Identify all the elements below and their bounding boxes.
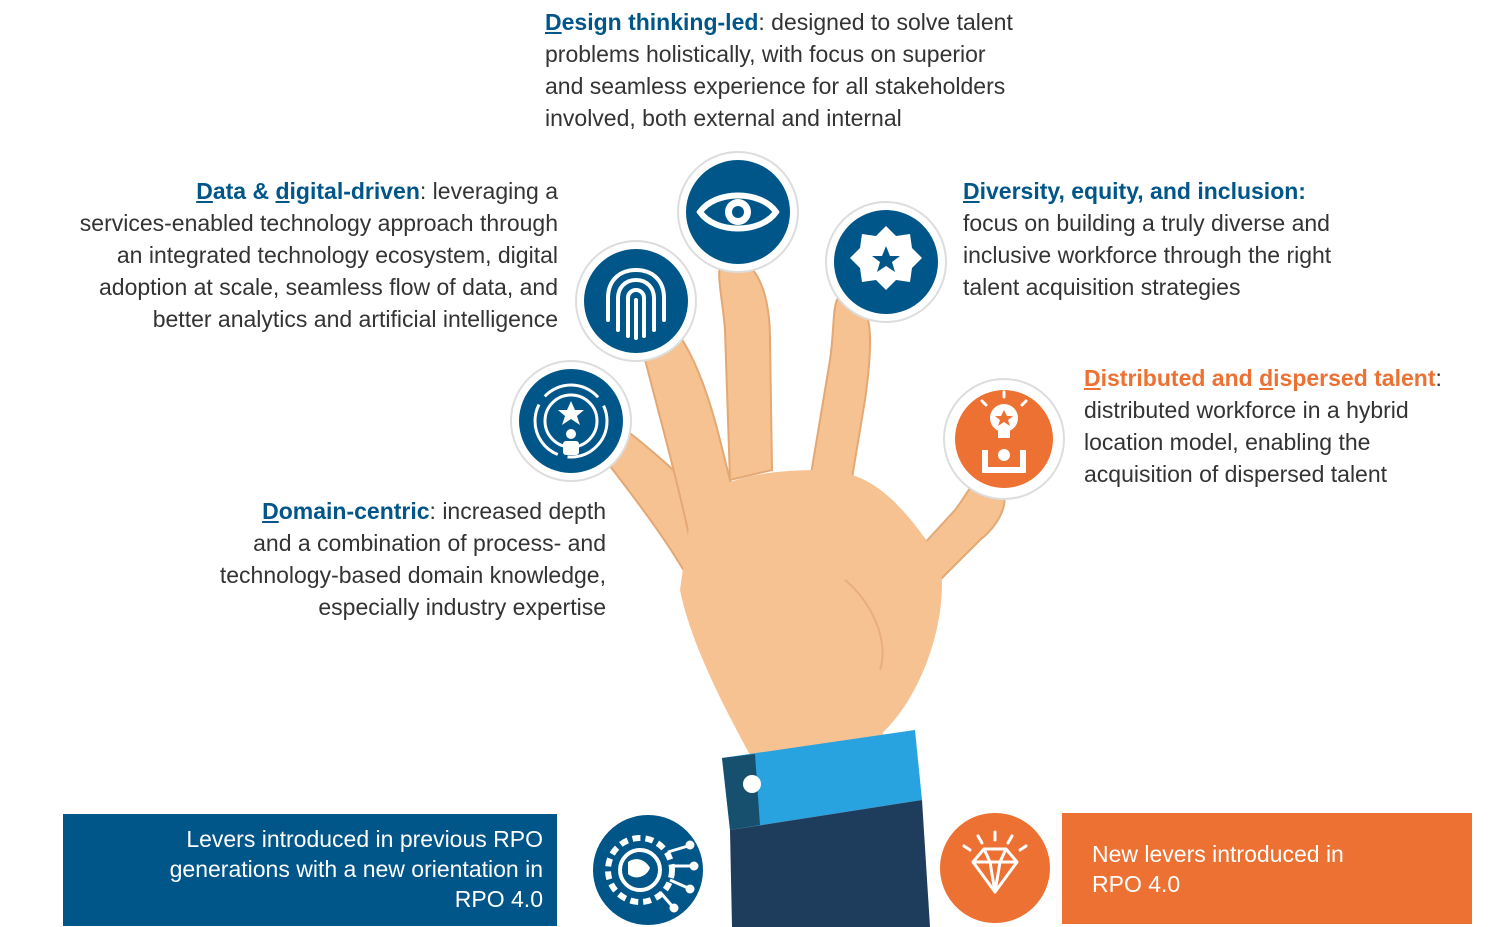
design-thinking-line: involved, both external and internal <box>545 105 902 131</box>
design-thinking-text: Design thinking-led: designed to solve t… <box>545 6 1013 134</box>
data-digital-heading-line: Data & digital-driven: leveraging a <box>80 175 558 207</box>
heading-rest: esign thinking-led <box>561 9 759 35</box>
heading-initial: D <box>1084 365 1101 391</box>
cuff <box>722 730 922 830</box>
design-thinking-heading: Design thinking-led <box>545 9 758 35</box>
domain-centric-line: and a combination of process- and <box>253 530 606 556</box>
diversity-heading: Diversity, equity, and inclusion: <box>963 175 1331 207</box>
diamond-icon <box>940 813 1050 923</box>
legend-blue-line: Levers introduced in previous RPO <box>186 826 543 852</box>
domain-centric-line: technology-based domain knowledge, <box>219 562 606 588</box>
legend-orange-line: New levers introduced in <box>1092 841 1344 867</box>
fingerprint-icon <box>575 240 697 362</box>
diversity-text: Diversity, equity, and inclusion: focus … <box>963 175 1331 303</box>
badge-star-icon <box>825 201 947 323</box>
lightbulb-person-icon <box>943 378 1065 500</box>
distributed-line: location model, enabling the <box>1084 429 1371 455</box>
cuff-button <box>743 775 761 793</box>
middle-finger <box>718 256 774 482</box>
legend-orange-line: RPO 4.0 <box>1092 871 1181 897</box>
data-digital-lead: : leveraging a <box>419 178 558 204</box>
heading-rest: ispersed talent <box>1273 365 1436 391</box>
heading-initial: D <box>262 498 279 524</box>
target-person-icon <box>510 360 632 482</box>
cuff-edge <box>722 754 760 830</box>
distributed-line: acquisition of dispersed talent <box>1084 461 1388 487</box>
heading-rest: iversity, equity, and inclusion: <box>979 178 1306 204</box>
diversity-line: focus on building a truly diverse and <box>963 210 1330 236</box>
domain-centric-line: especially industry expertise <box>318 594 606 620</box>
heading-mid: istributed and <box>1100 365 1260 391</box>
design-thinking-line: problems holistically, with focus on sup… <box>545 41 986 67</box>
distributed-text: Distributed and dispersed talent: distri… <box>1084 362 1442 490</box>
legend-blue-line: RPO 4.0 <box>454 886 543 912</box>
distributed-line: distributed workforce in a hybrid <box>1084 397 1409 423</box>
design-thinking-heading-line: Design thinking-led: designed to solve t… <box>545 6 1013 38</box>
data-digital-heading: Data & digital-driven <box>196 178 420 204</box>
sleeve <box>730 800 930 927</box>
data-digital-text: Data & digital-driven: leveraging a serv… <box>80 175 558 335</box>
data-digital-line: services-enabled technology approach thr… <box>79 210 558 236</box>
data-digital-line: adoption at scale, seamless flow of data… <box>98 274 558 300</box>
legend-blue-line: generations with a new orientation in <box>169 856 543 882</box>
data-digital-line: an integrated technology ecosystem, digi… <box>116 242 558 268</box>
distributed-lead: : <box>1435 365 1442 391</box>
heading-rest: igital-driven <box>289 178 420 204</box>
domain-centric-text: Domain-centric: increased depth and a co… <box>220 495 606 623</box>
distributed-heading: Distributed and dispersed talent <box>1084 365 1435 391</box>
heading-rest: omain-centric <box>278 498 430 524</box>
eye-icon <box>677 151 799 273</box>
diversity-line: talent acquisition strategies <box>963 274 1241 300</box>
legend-orange-box: New levers introduced in RPO 4.0 <box>1062 813 1472 924</box>
distributed-heading-line: Distributed and dispersed talent: <box>1084 362 1442 394</box>
heading-initial: D <box>196 178 213 204</box>
data-digital-line: better analytics and artificial intellig… <box>152 306 558 332</box>
domain-centric-heading-line: Domain-centric: increased depth <box>220 495 606 527</box>
palm <box>680 470 942 755</box>
ring-finger <box>808 293 872 492</box>
design-thinking-line: and seamless experience for all stakehol… <box>545 73 1006 99</box>
domain-centric-heading: Domain-centric <box>262 498 429 524</box>
design-thinking-lead: : designed to solve talent <box>758 9 1013 35</box>
heading-mid: ata & <box>212 178 276 204</box>
diversity-line: inclusive workforce through the right <box>963 242 1332 268</box>
heading-initial: D <box>963 178 980 204</box>
heading-initial: D <box>545 9 562 35</box>
domain-centric-lead: : increased depth <box>429 498 606 524</box>
heading-initial: d <box>275 178 290 204</box>
gear-globe-icon <box>593 815 703 925</box>
legend-blue-box: Levers introduced in previous RPO genera… <box>63 814 557 926</box>
heading-initial: d <box>1259 365 1274 391</box>
